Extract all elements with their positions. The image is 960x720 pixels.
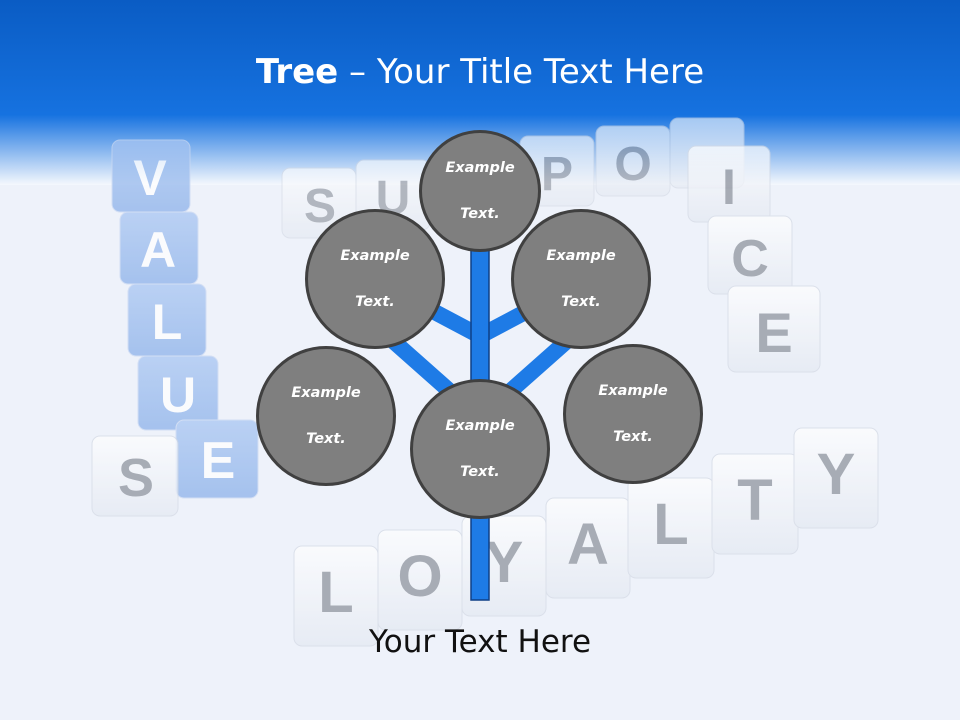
cube-letter: Y: [485, 530, 524, 595]
cube-letter: V: [133, 150, 167, 206]
cube-letter: A: [567, 512, 609, 577]
cube-letter: A: [140, 222, 176, 278]
node-line2: Text.: [613, 428, 653, 445]
cube-letter: L: [318, 560, 353, 625]
node-line1: Example: [598, 382, 668, 399]
title-keyword: Tree: [255, 52, 339, 92]
cube-letter: O: [614, 138, 651, 191]
slide-title: Tree – Your Title Text Here: [0, 52, 960, 92]
node-line1: Example: [546, 247, 616, 264]
cube-letter: U: [160, 367, 196, 423]
node-line2: Text.: [306, 430, 346, 447]
footer-text: Your Text Here: [368, 624, 592, 660]
node-line1: Example: [445, 417, 515, 434]
cube-letter: S: [118, 448, 154, 508]
cube-letter: E: [755, 301, 792, 364]
node-line1: Example: [445, 159, 515, 176]
cube-letter: I: [722, 159, 736, 215]
cube-letter: L: [152, 294, 183, 350]
cube-letter: P: [541, 148, 573, 201]
node-line2: Text.: [355, 293, 395, 310]
node-line1: Example: [291, 384, 361, 401]
title-dash: –: [338, 52, 377, 92]
cube-letter: T: [737, 468, 772, 533]
cube-letter: C: [731, 230, 769, 288]
node-line2: Text.: [460, 205, 500, 222]
cube-letter: O: [397, 544, 442, 609]
title-text: Your Title Text Here: [376, 52, 705, 92]
node-line2: Text.: [460, 463, 500, 480]
cube-letter: Y: [817, 442, 856, 507]
cube-letter: E: [201, 432, 236, 490]
cube-letter: L: [653, 492, 688, 557]
node-line2: Text.: [561, 293, 601, 310]
node-line1: Example: [340, 247, 410, 264]
